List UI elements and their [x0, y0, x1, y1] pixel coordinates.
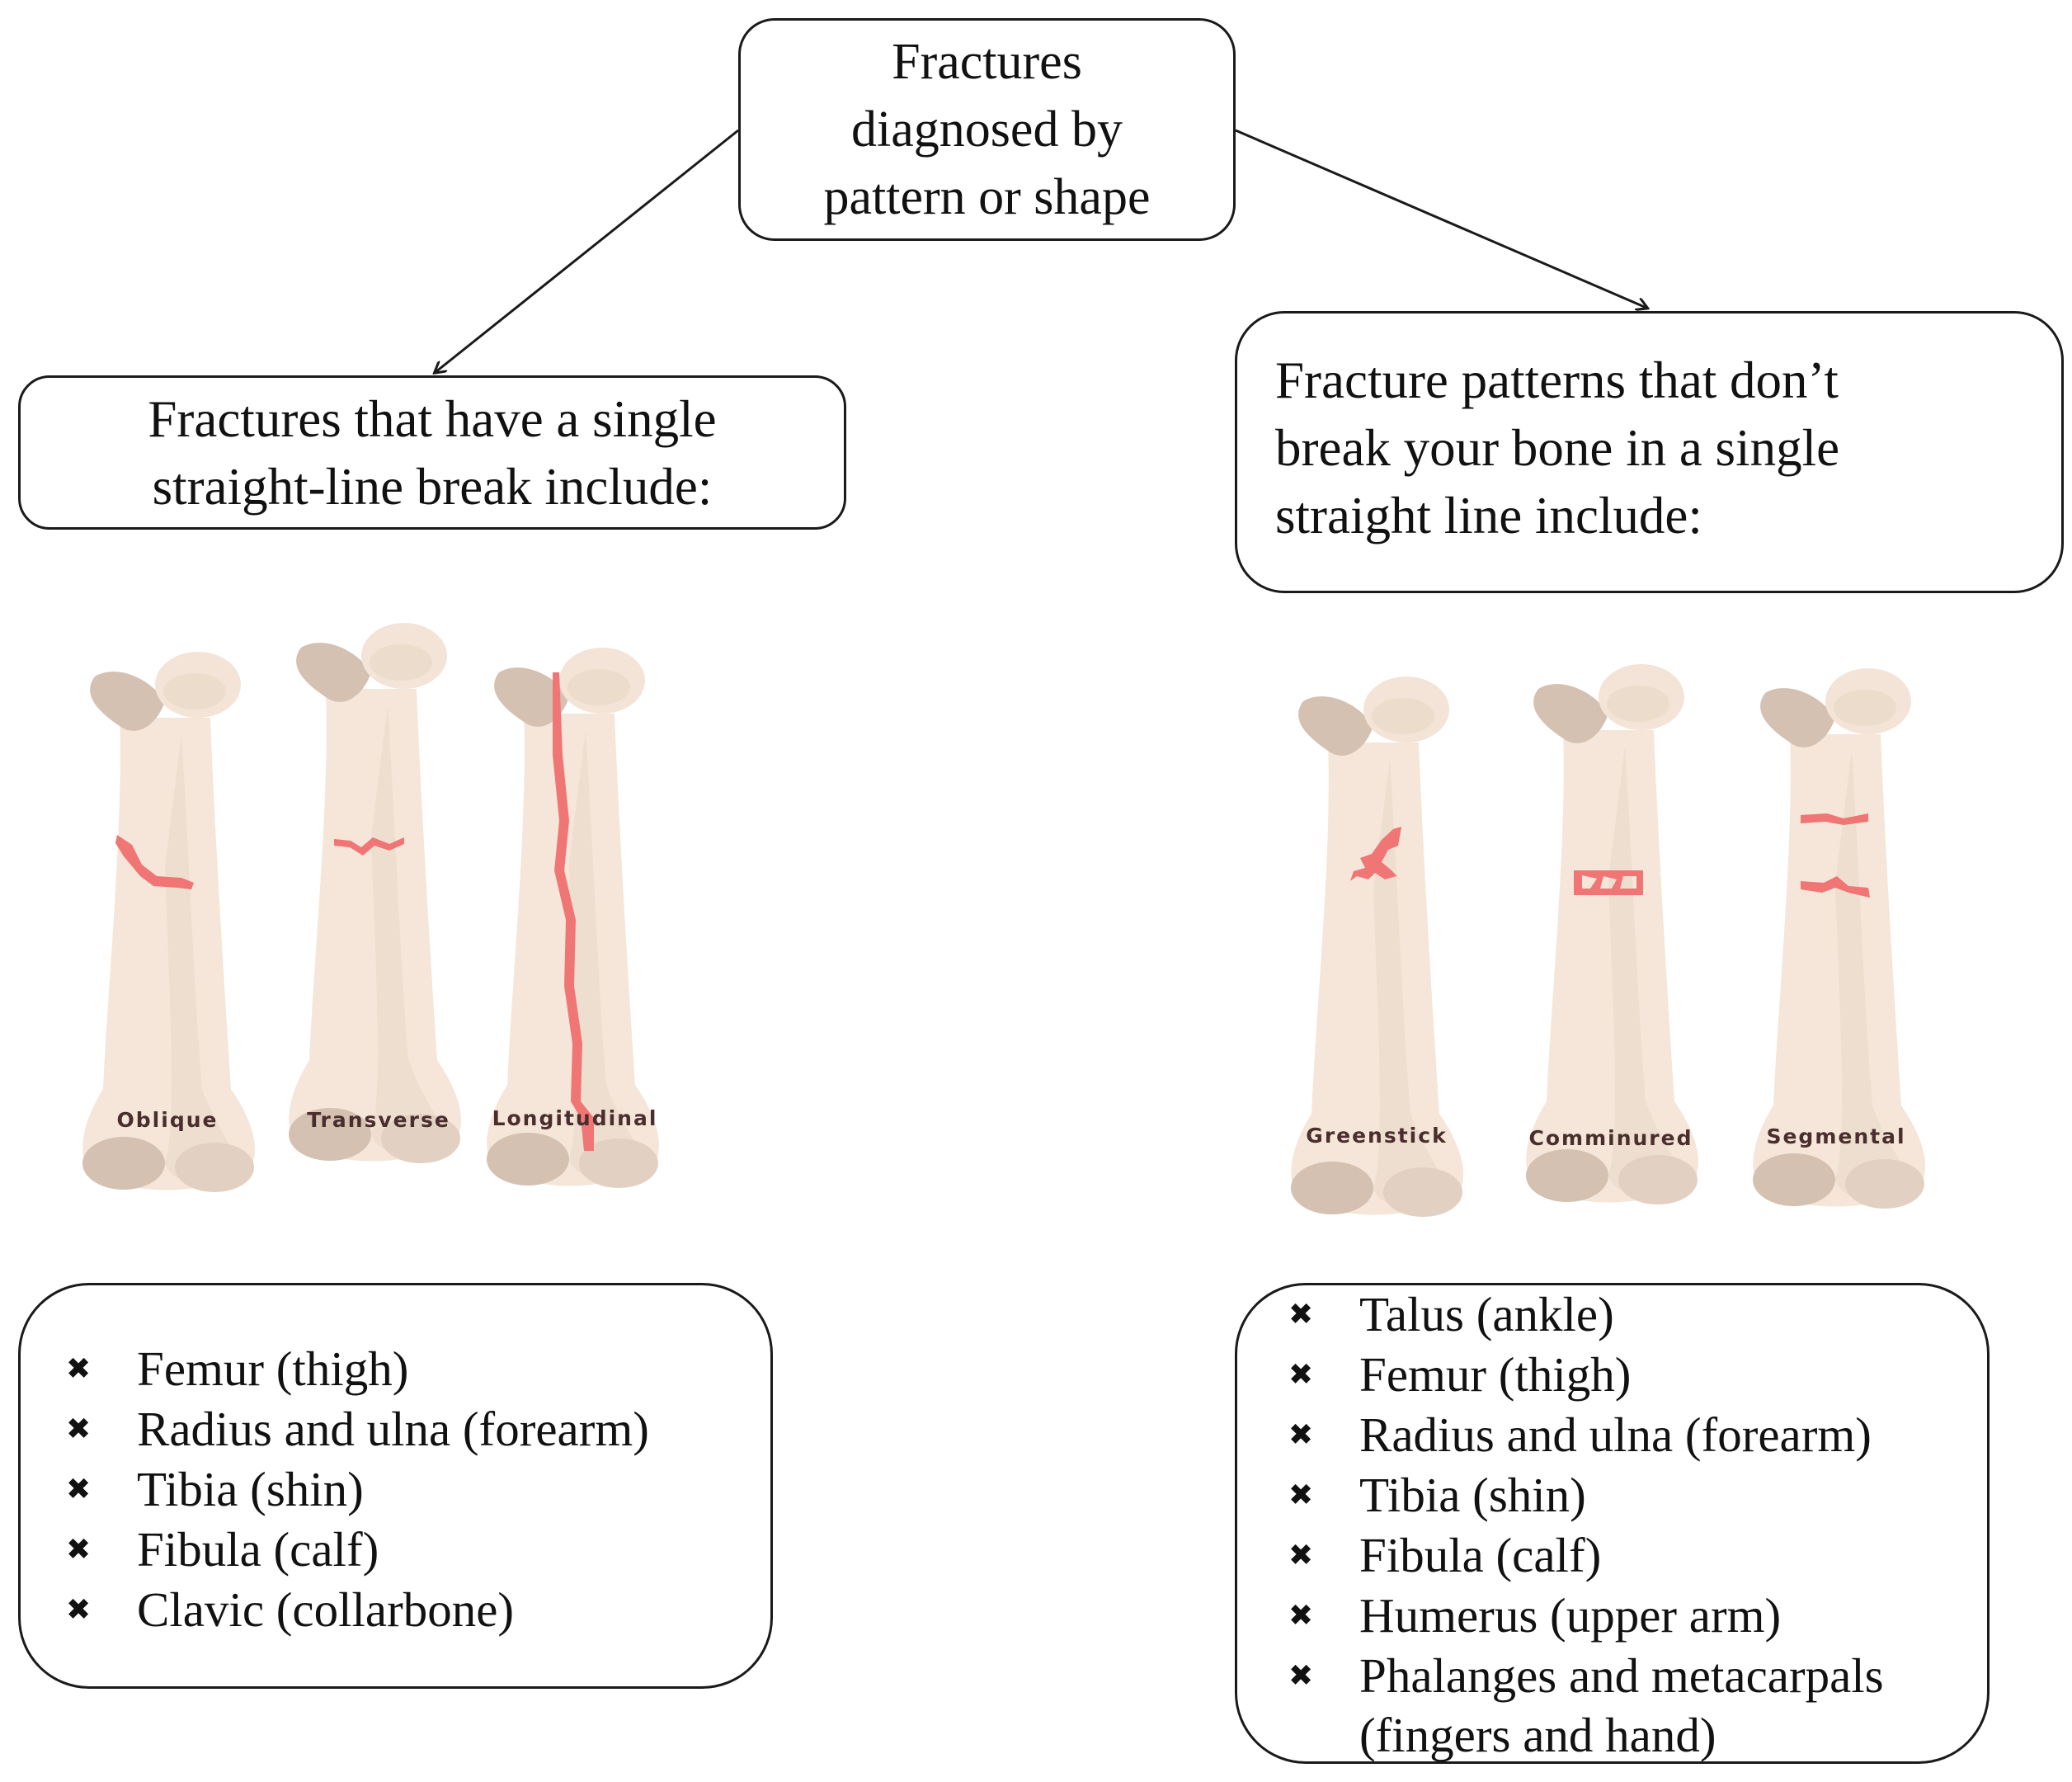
- bone-label-transverse: Transverse: [307, 1108, 450, 1132]
- x-mark-icon: ✖: [66, 1352, 92, 1386]
- x-mark-icon: ✖: [1288, 1659, 1314, 1693]
- right-branch-heading: Fracture patterns that don’t break your …: [1235, 311, 2064, 593]
- arrow-to-left-branch: [436, 129, 739, 372]
- x-mark-icon: ✖: [1288, 1298, 1314, 1332]
- fracture-line-segmental-upper: [1801, 813, 1868, 825]
- bone-transverse-illustration: [289, 623, 462, 1163]
- x-mark-icon: ✖: [66, 1593, 92, 1627]
- bone-greenstick-illustration: [1291, 676, 1464, 1217]
- x-mark-icon: ✖: [1288, 1358, 1314, 1392]
- bone-label-oblique: Oblique: [117, 1108, 219, 1132]
- bone-oblique-illustration: [82, 652, 256, 1192]
- root-node: Fractures diagnosed by pattern or shape: [738, 18, 1236, 241]
- x-mark-icon: ✖: [66, 1533, 92, 1567]
- fracture-line-greenstick: [1350, 827, 1401, 881]
- x-mark-icon: ✖: [1288, 1539, 1314, 1572]
- fracture-line-longitudinal: [553, 672, 594, 1151]
- bone-segmental-illustration: [1753, 668, 1926, 1209]
- bone-label-segmental: Segmental: [1766, 1124, 1905, 1148]
- right-bone-list-box: [1235, 1283, 1990, 1764]
- x-mark-icon: ✖: [66, 1412, 92, 1446]
- fracture-line-segmental-lower: [1801, 876, 1870, 898]
- x-mark-icon: ✖: [1288, 1599, 1314, 1633]
- fracture-line-oblique: [115, 835, 194, 889]
- bone-comminuted-illustration: [1526, 664, 1699, 1204]
- list-item-continuation: (fingers and hand): [1359, 1708, 1716, 1762]
- bone-longitudinal-illustration: [487, 648, 660, 1188]
- arrow-to-right-branch: [1235, 129, 1646, 308]
- x-mark-icon: ✖: [1288, 1418, 1314, 1452]
- left-bone-list-box: [18, 1283, 773, 1689]
- x-mark-icon: ✖: [66, 1473, 92, 1506]
- bone-label-greenstick: Greenstick: [1306, 1124, 1447, 1148]
- bone-label-longitudinal: Longitudinal: [492, 1106, 658, 1130]
- fracture-line-transverse: [334, 837, 404, 856]
- fracture-pattern-comminuted: [1574, 870, 1643, 895]
- left-branch-heading: Fractures that have a single straight-li…: [18, 375, 846, 530]
- x-mark-icon: ✖: [1288, 1478, 1314, 1512]
- bone-label-comminuted: Comminured: [1529, 1126, 1693, 1150]
